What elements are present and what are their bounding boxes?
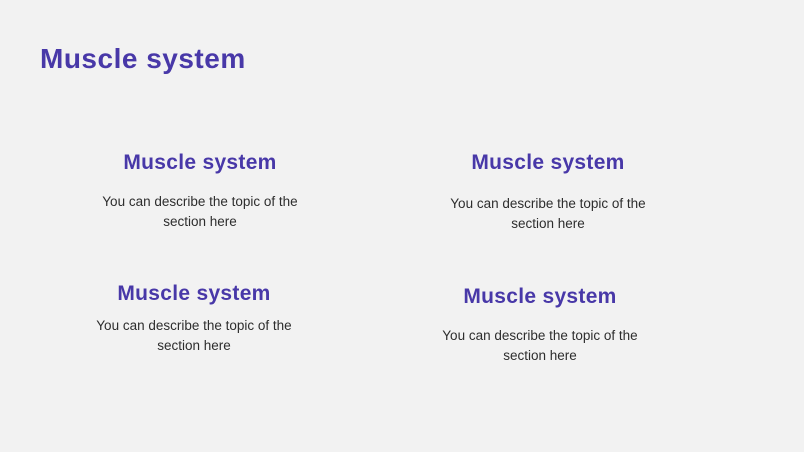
section-block-bottom-left: Muscle system You can describe the topic… xyxy=(74,281,314,356)
section-heading: Muscle system xyxy=(117,282,271,305)
section-block-top-right: Muscle system You can describe the topic… xyxy=(428,150,668,234)
section-block-top-left: Muscle system You can describe the topic… xyxy=(80,150,320,232)
section-block-bottom-right: Muscle system You can describe the topic… xyxy=(420,284,660,366)
section-heading: Muscle system xyxy=(123,151,277,174)
section-heading: Muscle system xyxy=(471,151,625,174)
section-description: You can describe the topic of the sectio… xyxy=(450,196,646,231)
section-description: You can describe the topic of the sectio… xyxy=(96,318,292,353)
section-heading: Muscle system xyxy=(463,285,617,308)
section-description: You can describe the topic of the sectio… xyxy=(102,194,298,229)
slide-title: Muscle system xyxy=(40,43,246,74)
section-description: You can describe the topic of the sectio… xyxy=(442,328,638,363)
